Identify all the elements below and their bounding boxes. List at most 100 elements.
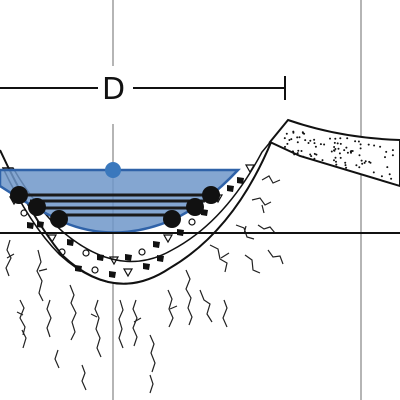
- gravel-stone: [27, 222, 34, 229]
- dimension-label: D: [102, 72, 125, 107]
- stipple-dot: [313, 152, 316, 155]
- stipple-dot: [344, 161, 347, 164]
- sample-point-left-3: [50, 210, 68, 228]
- stipple-dot: [292, 131, 295, 134]
- root-crack: [222, 299, 228, 328]
- stipple-dot: [358, 166, 361, 169]
- stipple-dot: [358, 154, 361, 157]
- stipple-dot: [338, 152, 341, 155]
- gravel-stone: [153, 241, 160, 248]
- stipple-dot: [346, 151, 349, 154]
- stipple-dot: [296, 141, 299, 144]
- channel-bank-right: [169, 139, 273, 269]
- stipple-dot: [286, 142, 289, 145]
- stipple-dot: [379, 145, 382, 148]
- stipple-dot: [291, 150, 294, 153]
- stipple-dot: [319, 143, 322, 146]
- root-crack: [69, 284, 77, 341]
- stipple-dot: [367, 143, 370, 146]
- stipple-dot: [368, 160, 371, 163]
- stipple-dot: [363, 161, 366, 164]
- stipple-dot: [293, 153, 296, 156]
- sample-point-right-1: [202, 186, 220, 204]
- root-crack: [132, 299, 142, 347]
- gravel-stone: [91, 266, 99, 274]
- stipple-dot: [339, 137, 342, 140]
- stipple-dot: [335, 163, 338, 166]
- stipple-dot: [334, 156, 337, 159]
- stipple-dot: [284, 145, 286, 148]
- stipple-dot: [373, 144, 376, 147]
- stipple-dot: [359, 143, 362, 146]
- sample-point-left-2: [28, 198, 46, 216]
- stipple-dot: [304, 139, 307, 142]
- dimension-label-background: [99, 66, 132, 124]
- stipple-dot: [359, 147, 362, 150]
- water-layers: [13, 193, 220, 217]
- root-crack: [5, 239, 15, 277]
- stipple-dot: [329, 137, 331, 140]
- gravel-stone: [244, 164, 256, 174]
- root-crack: [244, 254, 261, 274]
- root-crack: [167, 289, 178, 328]
- stipple-dot: [384, 156, 386, 159]
- stipple-dot: [339, 142, 342, 145]
- water-surface-point: [105, 162, 121, 178]
- raised-bank-fill: [268, 118, 400, 188]
- stipple-dot: [313, 138, 316, 141]
- stipple-dot: [296, 136, 299, 139]
- stipple-dot: [355, 164, 358, 167]
- root-crack: [257, 224, 276, 234]
- raised-bank-stipple: [283, 130, 394, 180]
- root-crack: [149, 374, 154, 394]
- sample-point-right-3: [163, 210, 181, 228]
- root-crack: [267, 249, 284, 265]
- gravel-stone: [125, 254, 132, 261]
- stipple-dot: [364, 160, 367, 163]
- stipple-dot: [288, 139, 291, 141]
- stipple-dot: [344, 164, 347, 167]
- gravel-stone: [122, 268, 134, 278]
- stipple-dot: [333, 146, 336, 148]
- stipple-dot: [361, 162, 364, 165]
- stipple-dot: [297, 149, 300, 152]
- stipple-dot: [333, 141, 336, 144]
- gravel-stone: [67, 239, 74, 246]
- root-crack: [251, 197, 272, 214]
- stipple-dot: [390, 177, 393, 180]
- root-crack: [149, 334, 156, 373]
- stipple-dot: [345, 166, 348, 169]
- stipple-dot: [298, 136, 301, 139]
- root-crack: [199, 289, 213, 323]
- soil-root-cracks: [5, 175, 284, 394]
- stipple-dot: [301, 131, 304, 134]
- stipple-dot: [330, 150, 333, 153]
- stipple-dot: [333, 149, 335, 152]
- stipple-dot: [336, 142, 339, 145]
- root-crack: [21, 329, 27, 349]
- stipple-dot: [334, 148, 337, 150]
- stipple-dot: [351, 150, 354, 152]
- stipple-dot: [335, 160, 337, 163]
- root-crack: [261, 175, 281, 184]
- root-crack: [36, 249, 48, 302]
- root-crack: [16, 299, 26, 336]
- root-crack: [81, 364, 87, 391]
- gravel-stone: [82, 249, 90, 257]
- stipple-dot: [302, 155, 305, 158]
- stipple-dot: [309, 153, 312, 156]
- stipple-dot: [385, 150, 388, 153]
- stipple-dot: [314, 145, 317, 148]
- stipple-dot: [300, 150, 303, 152]
- stipple-dot: [313, 142, 316, 145]
- gravel-stone: [188, 218, 196, 226]
- stipple-dot: [357, 140, 360, 143]
- root-crack: [90, 299, 102, 358]
- sample-point-right-2: [186, 198, 204, 216]
- stipple-dot: [323, 143, 326, 146]
- stipple-dot: [315, 153, 318, 156]
- stipple-dot: [350, 151, 352, 154]
- stipple-dot: [321, 159, 324, 162]
